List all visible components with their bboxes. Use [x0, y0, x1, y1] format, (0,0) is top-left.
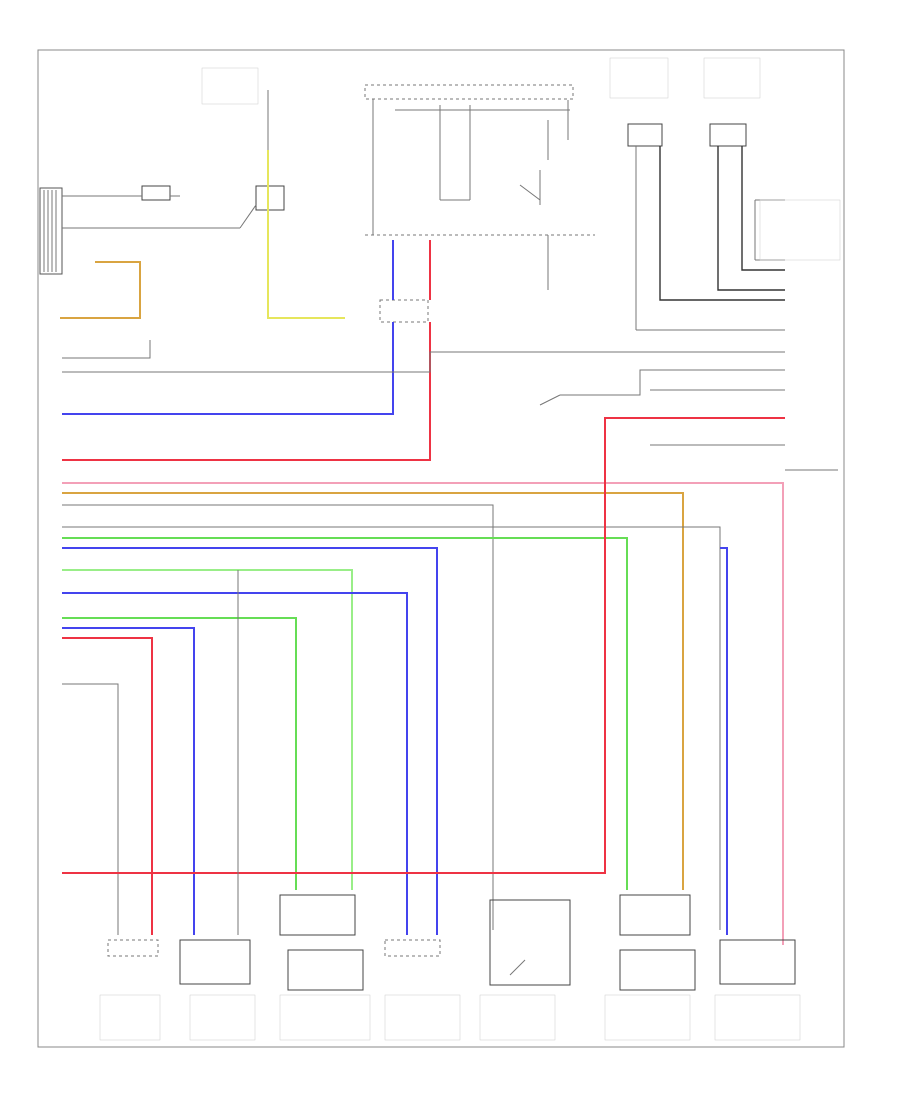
wire-blue-long: [62, 547, 728, 935]
wire-green-long: [62, 537, 628, 890]
instrument-cluster: [364, 84, 595, 323]
wire-yellow-top: [267, 150, 345, 319]
wire-gray-mid: [62, 340, 785, 373]
wire-blue-2: [62, 592, 408, 935]
wire-gray-right: [650, 389, 838, 471]
wire-blue-3: [62, 627, 195, 935]
wire-red-2: [62, 637, 153, 935]
wire-green-2: [62, 617, 297, 890]
wire-red-3: [62, 417, 785, 874]
left-connector-block: [39, 185, 240, 275]
page-border: [37, 49, 845, 1048]
wire-orange-sensor: [60, 261, 141, 319]
wire-light-green-2: [62, 569, 353, 890]
wire-gray-long-1: [62, 526, 721, 930]
wire-blue-cluster: [62, 240, 394, 415]
top-right-modules: [627, 123, 785, 331]
wire-gray-switch: [539, 369, 785, 406]
wire-orange-long: [62, 492, 684, 890]
bottom-components: [107, 894, 796, 991]
wire-red-cluster: [62, 240, 431, 461]
wire-light-gray-long: [62, 504, 494, 930]
label-blocks: [99, 57, 841, 1041]
ignition-relay: [239, 90, 285, 229]
wire-pink-long: [62, 482, 784, 945]
wire-pink-2: [62, 683, 119, 935]
